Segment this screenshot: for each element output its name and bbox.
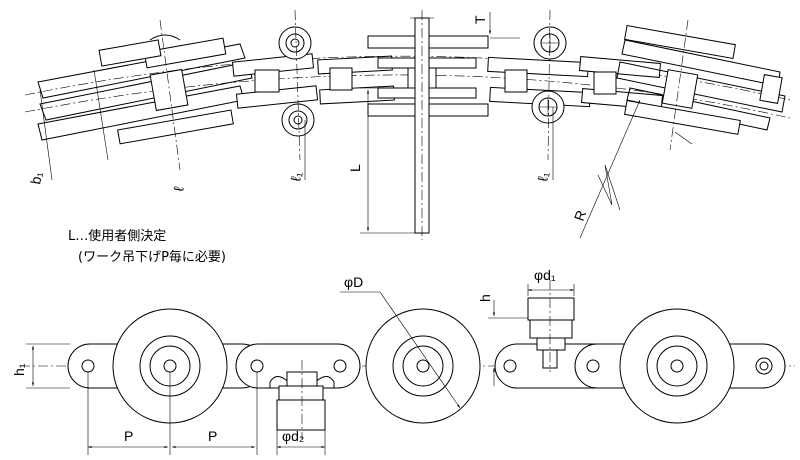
label-l1-left: ℓ₁ (287, 170, 304, 182)
note-line-1: L…使用者側決定 (68, 228, 166, 244)
label-L: L (347, 164, 363, 172)
label-T: T (472, 15, 488, 24)
label-phi-d2: φd₂ (282, 428, 304, 444)
right-link-assembly (616, 19, 786, 151)
center-hanger (367, 10, 489, 240)
label-P-1: P (124, 428, 133, 444)
wheel-2 (365, 308, 481, 424)
label-h: h (477, 294, 493, 302)
guide-roller-top (527, 280, 575, 372)
guide-roller-bottom (269, 360, 335, 440)
dimension-L (360, 87, 420, 234)
label-h1: h₁ (11, 363, 27, 376)
wheel-3 (619, 308, 735, 424)
label-phi-D: φD (344, 274, 363, 290)
curved-chain-top-view (24, 9, 791, 240)
label-P-2: P (208, 428, 217, 444)
label-l: ℓ (170, 185, 187, 193)
label-l1-right: ℓ₁ (534, 170, 551, 182)
label-R: R (571, 208, 589, 223)
left-link-assembly (37, 19, 253, 171)
label-b1: b₁ (27, 170, 45, 185)
middle-link-left (231, 9, 395, 161)
middle-link-right (487, 9, 663, 161)
note-line-2: (ワーク吊下げP毎に必要) (78, 249, 226, 265)
straight-chain-side-view (20, 280, 795, 455)
label-phi-d1: φd₁ (534, 267, 556, 283)
